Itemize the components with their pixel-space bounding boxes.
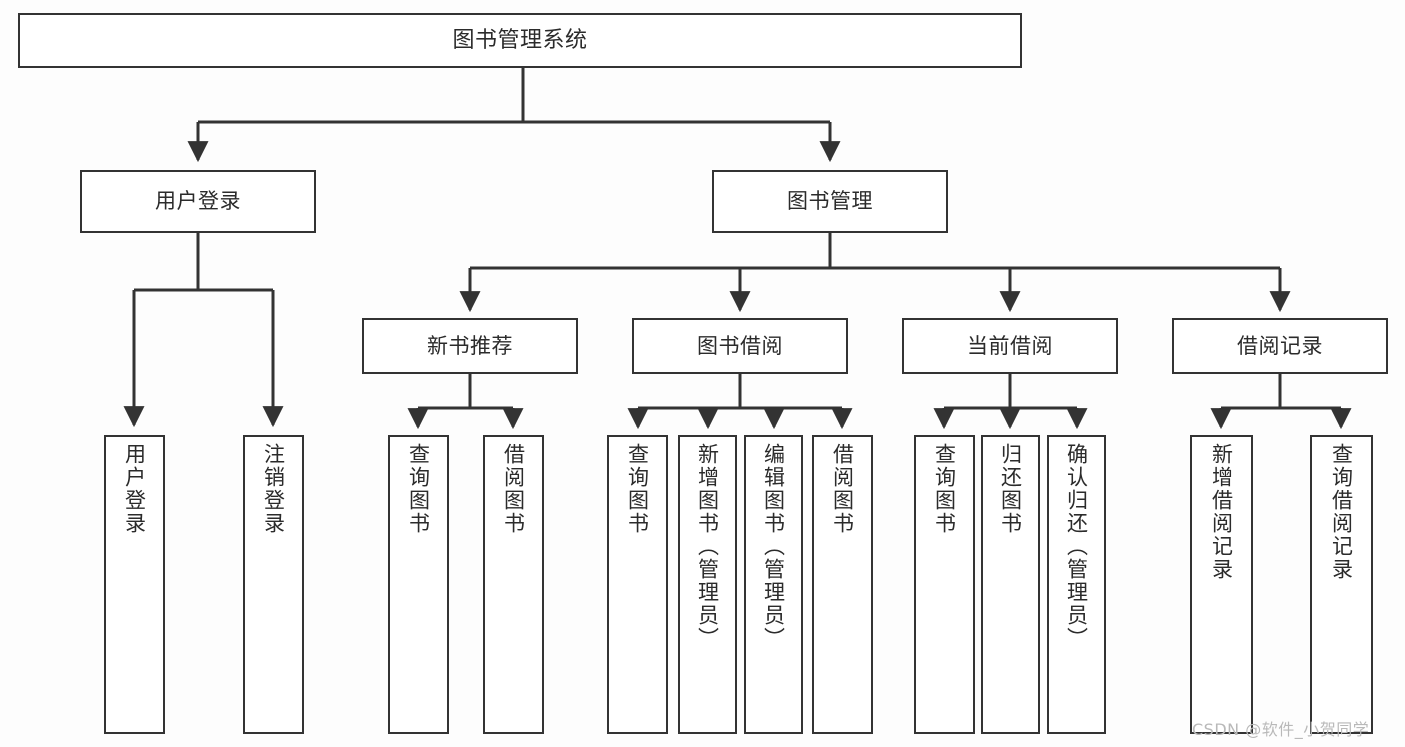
node-label: 图书管理系统 bbox=[452, 27, 588, 53]
node-new-book-recommend[interactable]: 新书推荐 bbox=[362, 318, 578, 374]
node-label: 图书借阅 bbox=[697, 333, 783, 358]
leaf-add-book-admin[interactable]: 新增图书（管理员） bbox=[678, 435, 737, 734]
node-label: 注销登录 bbox=[261, 443, 286, 535]
node-current-borrow[interactable]: 当前借阅 bbox=[902, 318, 1118, 374]
node-label: 归还图书 bbox=[998, 443, 1023, 535]
watermark: CSDN @软件_小贺同学 bbox=[1192, 720, 1370, 739]
node-label: 查询图书 bbox=[932, 443, 957, 535]
node-label: 新书推荐 bbox=[427, 333, 513, 358]
leaf-query-book-current[interactable]: 查询图书 bbox=[914, 435, 975, 734]
leaf-edit-book-admin[interactable]: 编辑图书（管理员） bbox=[744, 435, 803, 734]
node-label: 借阅图书 bbox=[830, 443, 855, 535]
node-book-management[interactable]: 图书管理 bbox=[712, 170, 948, 233]
node-label: 借阅图书 bbox=[501, 443, 526, 535]
node-root-system[interactable]: 图书管理系统 bbox=[18, 13, 1022, 68]
node-borrow-record[interactable]: 借阅记录 bbox=[1172, 318, 1388, 374]
node-label: 用户登录 bbox=[122, 443, 147, 535]
leaf-query-book-recommend[interactable]: 查询图书 bbox=[388, 435, 449, 734]
node-label: 新增借阅记录 bbox=[1209, 443, 1234, 581]
node-label: 查询图书 bbox=[625, 443, 650, 535]
leaf-query-borrow-record[interactable]: 查询借阅记录 bbox=[1310, 435, 1373, 734]
node-label: 图书管理 bbox=[787, 189, 873, 214]
node-label: 查询图书 bbox=[406, 443, 431, 535]
node-label: 当前借阅 bbox=[967, 333, 1053, 358]
leaf-add-borrow-record[interactable]: 新增借阅记录 bbox=[1190, 435, 1253, 734]
leaf-query-book-borrow[interactable]: 查询图书 bbox=[607, 435, 668, 734]
leaf-user-login[interactable]: 用户登录 bbox=[104, 435, 165, 734]
node-label: 用户登录 bbox=[155, 189, 241, 214]
leaf-confirm-return-admin[interactable]: 确认归还（管理员） bbox=[1047, 435, 1106, 734]
node-label: 新增图书（管理员） bbox=[695, 443, 720, 650]
leaf-return-book[interactable]: 归还图书 bbox=[981, 435, 1040, 734]
node-label: 查询借阅记录 bbox=[1329, 443, 1354, 581]
leaf-borrow-book[interactable]: 借阅图书 bbox=[812, 435, 873, 734]
leaf-logout[interactable]: 注销登录 bbox=[243, 435, 304, 734]
node-book-borrow[interactable]: 图书借阅 bbox=[632, 318, 848, 374]
node-label: 编辑图书（管理员） bbox=[761, 443, 786, 650]
leaf-borrow-book-recommend[interactable]: 借阅图书 bbox=[483, 435, 544, 734]
node-user-login[interactable]: 用户登录 bbox=[80, 170, 316, 233]
node-label: 确认归还（管理员） bbox=[1064, 443, 1089, 650]
node-label: 借阅记录 bbox=[1237, 333, 1323, 358]
